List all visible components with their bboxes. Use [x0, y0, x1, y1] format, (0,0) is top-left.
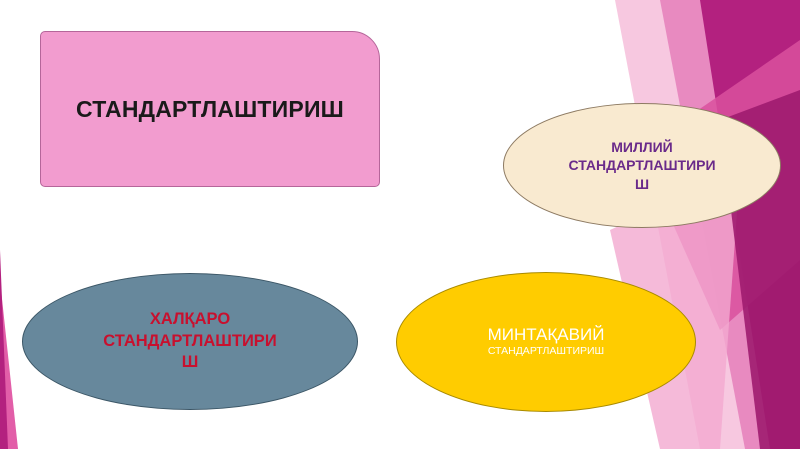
- milliy-label-line-1: МИЛЛИЙ: [611, 139, 673, 156]
- mintaqaviy-ellipse: МИНТАҚАВИЙ СТАНДАРТЛАШТИРИШ: [396, 272, 696, 412]
- xalqaro-label-line-2: СТАНДАРТЛАШТИРИ: [103, 331, 277, 350]
- decor-left-sliver: [0, 250, 8, 449]
- title-text: СТАНДАРТЛАШТИРИШ: [76, 95, 344, 122]
- mintaqaviy-label-line-2: СТАНДАРТЛАШТИРИШ: [487, 345, 605, 358]
- mintaqaviy-label-line-1: МИНТАҚАВИЙ: [487, 324, 605, 344]
- title-box: СТАНДАРТЛАШТИРИШ: [40, 31, 380, 187]
- xalqaro-label-line-3: Ш: [181, 353, 199, 372]
- milliy-ellipse: МИЛЛИЙ СТАНДАРТЛАШТИРИ Ш: [503, 103, 781, 228]
- milliy-label-line-2: СТАНДАРТЛАШТИРИ: [568, 157, 716, 174]
- xalqaro-label-line-1: ХАЛҚАРО: [149, 310, 231, 329]
- milliy-label-line-3: Ш: [634, 175, 650, 192]
- xalqaro-ellipse: ХАЛҚАРО СТАНДАРТЛАШТИРИ Ш: [22, 273, 358, 410]
